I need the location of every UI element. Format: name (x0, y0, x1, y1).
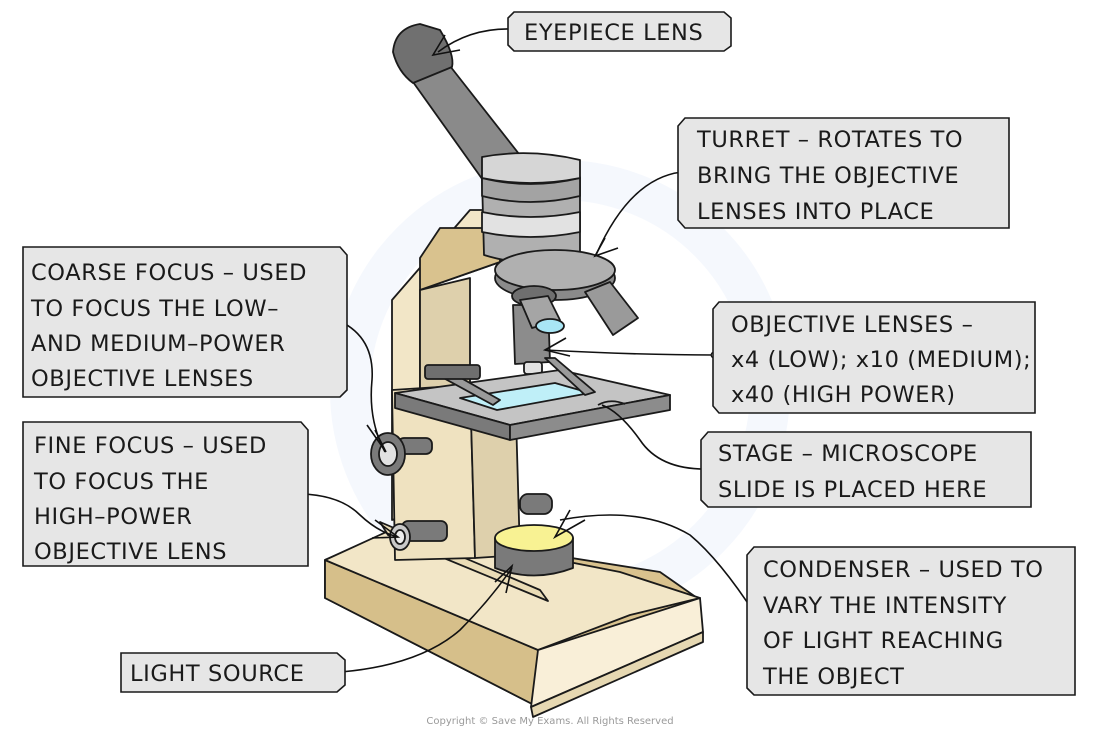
label-condenser-line-2: VARY THE INTENSITY (763, 593, 1007, 619)
label-turret-line-3: LENSES INTO PLACE (697, 199, 934, 225)
side-knob (519, 493, 553, 515)
label-eyepiece: EYEPIECE LENS (507, 11, 732, 52)
label-stage-line-1: STAGE – MICROSCOPE (718, 441, 978, 467)
label-condenser-line-1: CONDENSER – USED TO (763, 557, 1044, 583)
label-stage-line-2: SLIDE IS PLACED HERE (718, 477, 987, 503)
microscope (324, 23, 704, 718)
fine-focus-knob (389, 520, 448, 551)
label-coarse-focus-line-3: AND MEDIUM–POWER (31, 331, 285, 357)
label-turret-line-2: BRING THE OBJECTIVE (697, 163, 959, 189)
condenser-light (494, 524, 574, 577)
label-objective-lenses: OBJECTIVE LENSES – x4 (LOW); x10 (MEDIUM… (712, 301, 1036, 414)
arm (391, 209, 521, 561)
label-light-source: LIGHT SOURCE (120, 652, 346, 693)
label-turret-line-1: TURRET – ROTATES TO (696, 127, 963, 153)
label-condenser-line-4: THE OBJECT (762, 664, 904, 690)
label-coarse-focus-line-1: COARSE FOCUS – USED (31, 260, 307, 286)
microscope-head (481, 152, 581, 264)
label-light-source-line-1: LIGHT SOURCE (130, 661, 305, 687)
stage (394, 357, 671, 441)
copyright-notice: Copyright © Save My Exams. All Rights Re… (426, 716, 673, 727)
label-objective-line-2: x4 (LOW); x10 (MEDIUM); (731, 347, 1031, 373)
label-fine-focus: FINE FOCUS – USED TO FOCUS THE HIGH–POWE… (22, 421, 309, 567)
label-coarse-focus-line-2: TO FOCUS THE LOW– (30, 296, 279, 322)
label-stage: STAGE – MICROSCOPE SLIDE IS PLACED HERE (700, 431, 1032, 508)
label-turret: TURRET – ROTATES TO BRING THE OBJECTIVE … (677, 117, 1010, 229)
label-coarse-focus: COARSE FOCUS – USED TO FOCUS THE LOW– AN… (22, 246, 348, 398)
label-condenser-line-3: OF LIGHT REACHING (763, 628, 1004, 654)
label-fine-focus-line-4: OBJECTIVE LENS (34, 539, 227, 565)
label-fine-focus-line-1: FINE FOCUS – USED (34, 433, 267, 459)
label-objective-line-3: x40 (HIGH POWER) (731, 382, 956, 408)
label-fine-focus-line-2: TO FOCUS THE (33, 469, 209, 495)
label-coarse-focus-line-4: OBJECTIVE LENSES (31, 366, 254, 392)
label-condenser: CONDENSER – USED TO VARY THE INTENSITY O… (746, 546, 1076, 696)
label-objective-line-1: OBJECTIVE LENSES – (731, 312, 973, 338)
objective-lenses (511, 285, 565, 375)
label-eyepiece-line-1: EYEPIECE LENS (524, 20, 703, 46)
label-fine-focus-line-3: HIGH–POWER (34, 504, 193, 530)
